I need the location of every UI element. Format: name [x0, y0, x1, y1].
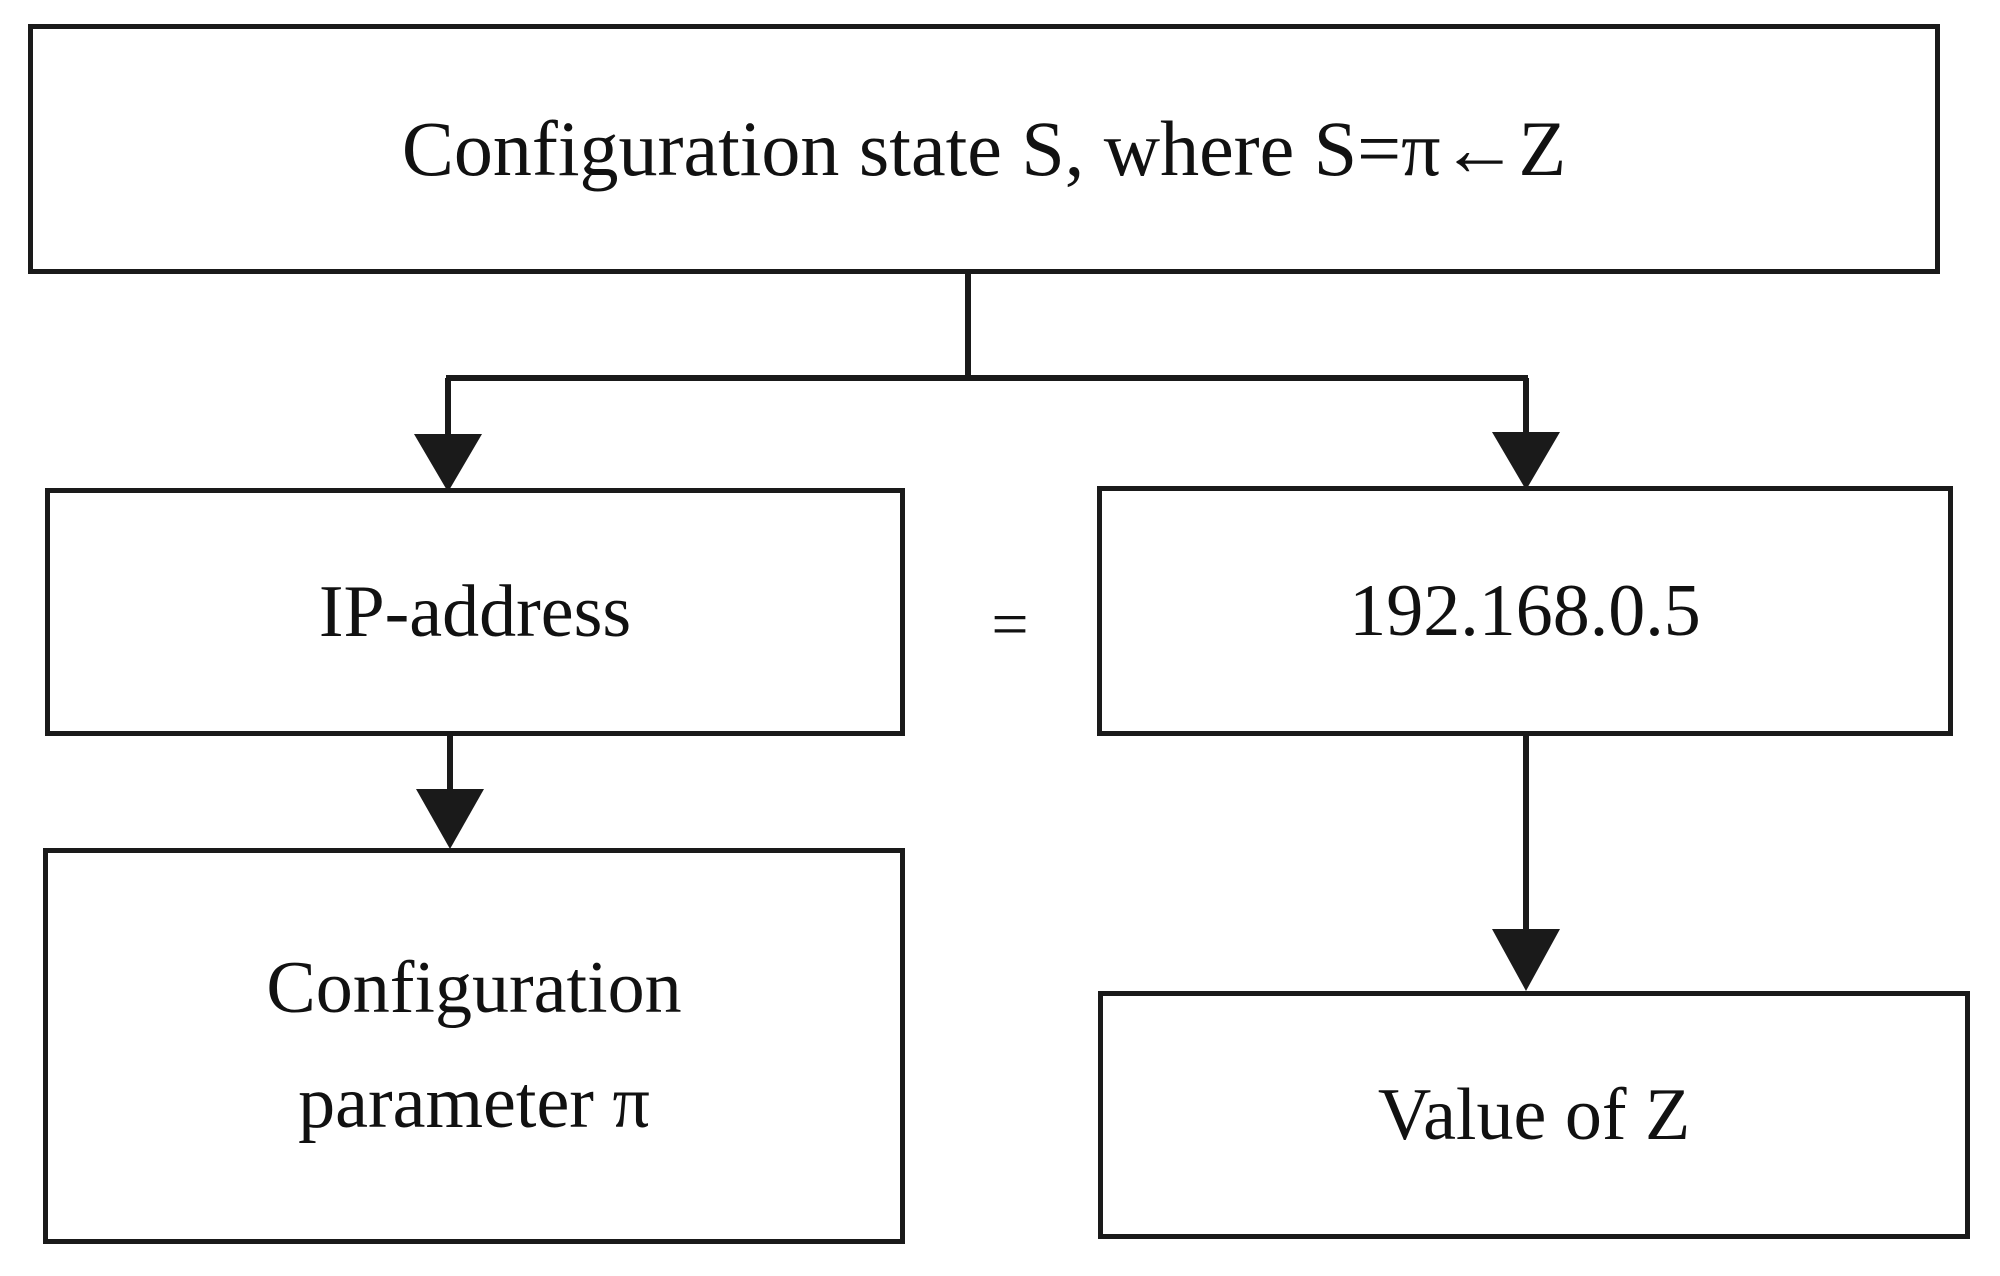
ip-address-box: IP-address [45, 488, 905, 736]
ip-value-label: 192.168.0.5 [1349, 569, 1701, 652]
configuration-parameter-box: Configuration parameter π [43, 848, 905, 1244]
edge-state-to-ip-value-arrowhead [1492, 432, 1560, 490]
configuration-state-box: Configuration state S, where S=π←Z [28, 24, 1940, 274]
value-of-z-box: Value of Z [1098, 991, 1970, 1239]
configuration-parameter-label: Configuration parameter π [266, 947, 682, 1144]
edge-state-to-ip-address-arrowhead [414, 434, 482, 492]
edge-ip-address-to-parameter-arrowhead [416, 789, 484, 849]
ip-value-box: 192.168.0.5 [1097, 486, 1953, 736]
edge-ip-value-to-value-of-z-arrowhead [1492, 929, 1560, 991]
configuration-state-label: Configuration state S, where S=π←Z [401, 104, 1567, 192]
equals-sign: = [960, 570, 1060, 680]
value-of-z-label: Value of Z [1377, 1073, 1691, 1156]
ip-address-label: IP-address [318, 570, 632, 653]
equals-sign-label: = [991, 588, 1029, 661]
